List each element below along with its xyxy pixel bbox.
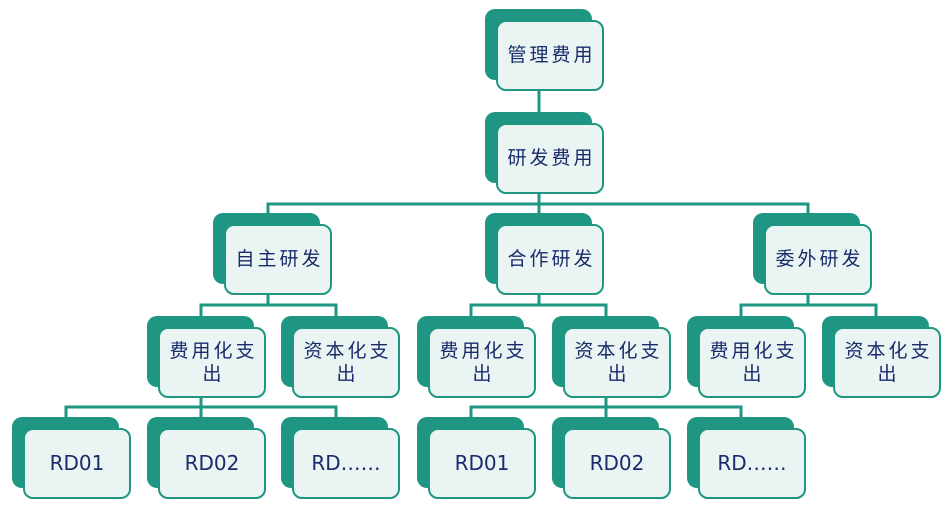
node-out-capitalized: 资本化支出 <box>822 316 941 398</box>
node-label: RD01 <box>23 428 131 499</box>
node-label: RD…… <box>292 428 400 499</box>
node-coop-expensed: 费用化支出 <box>417 316 536 398</box>
node-label: 费用化支出 <box>698 327 806 398</box>
node-self-rd02: RD02 <box>147 417 266 499</box>
node-self-rd01: RD01 <box>12 417 131 499</box>
node-rnd: 研发费用 <box>485 112 604 194</box>
node-label: 研发费用 <box>496 123 604 194</box>
node-self-capitalized: 资本化支出 <box>281 316 400 398</box>
node-label: 自主研发 <box>224 224 332 295</box>
node-label: 费用化支出 <box>428 327 536 398</box>
node-self-dev: 自主研发 <box>213 213 332 295</box>
node-label: 资本化支出 <box>563 327 671 398</box>
node-coop-rd01: RD01 <box>417 417 536 499</box>
node-self-expensed: 费用化支出 <box>147 316 266 398</box>
node-out-expensed: 费用化支出 <box>687 316 806 398</box>
node-label: RD…… <box>698 428 806 499</box>
node-label: 合作研发 <box>496 224 604 295</box>
node-coop-rd02: RD02 <box>552 417 671 499</box>
node-outsourced-dev: 委外研发 <box>753 213 872 295</box>
node-coop-dev: 合作研发 <box>485 213 604 295</box>
node-label: RD02 <box>563 428 671 499</box>
node-coop-rd-more: RD…… <box>687 417 806 499</box>
node-self-rd-more: RD…… <box>281 417 400 499</box>
node-root: 管理费用 <box>485 9 604 91</box>
node-coop-capitalized: 资本化支出 <box>552 316 671 398</box>
node-label: RD02 <box>158 428 266 499</box>
node-label: 资本化支出 <box>833 327 941 398</box>
node-label: 委外研发 <box>764 224 872 295</box>
node-label: RD01 <box>428 428 536 499</box>
node-label: 费用化支出 <box>158 327 266 398</box>
node-label: 管理费用 <box>496 20 604 91</box>
node-label: 资本化支出 <box>292 327 400 398</box>
